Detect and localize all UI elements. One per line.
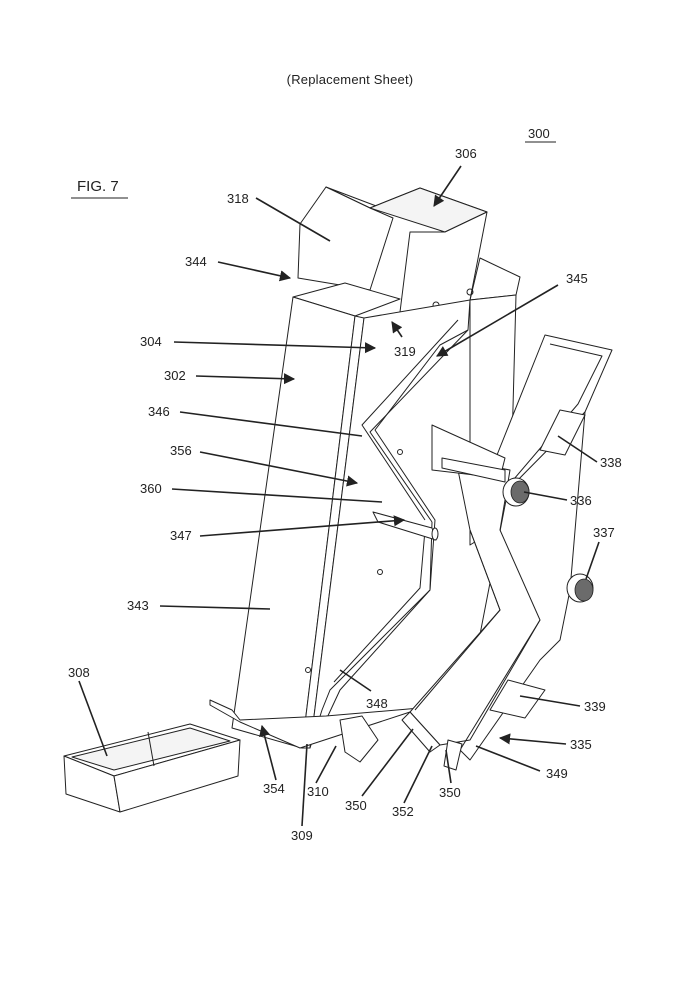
callout-350-left: 350: [345, 798, 367, 813]
callout-360: 360: [140, 481, 162, 496]
callout-304: 304: [140, 334, 162, 349]
leader-337: [586, 542, 599, 579]
callout-352: 352: [392, 804, 414, 819]
knob-337-face: [575, 579, 593, 601]
callout-346: 346: [148, 404, 170, 419]
callout-306: 306: [455, 146, 477, 161]
hopper-chute-318: [298, 187, 393, 290]
callout-347: 347: [170, 528, 192, 543]
leader-302: [196, 376, 294, 379]
callout-336: 336: [570, 493, 592, 508]
leader-344: [218, 262, 290, 278]
callout-344: 344: [185, 254, 207, 269]
callout-335: 335: [570, 737, 592, 752]
leader-335: [500, 738, 566, 744]
callout-349: 349: [546, 766, 568, 781]
callout-343: 343: [127, 598, 149, 613]
callout-354: 354: [263, 781, 285, 796]
leader-352: [404, 746, 432, 803]
leader-308: [79, 681, 107, 756]
callout-338: 338: [600, 455, 622, 470]
fastener-hole: [398, 450, 403, 455]
callout-310: 310: [307, 784, 329, 799]
assembly-number: 300: [528, 126, 550, 141]
figure-label: FIG. 7: [77, 178, 119, 195]
callout-302: 302: [164, 368, 186, 383]
callout-319: 319: [394, 344, 416, 359]
rear-plate-top: [470, 258, 520, 300]
pin-end: [432, 528, 438, 540]
leader-310: [316, 746, 336, 783]
callout-350-right: 350: [439, 785, 461, 800]
callout-339: 339: [584, 699, 606, 714]
callout-345: 345: [566, 271, 588, 286]
callout-308: 308: [68, 665, 90, 680]
callout-356: 356: [170, 443, 192, 458]
callout-309: 309: [291, 828, 313, 843]
leader-349: [476, 746, 540, 771]
callout-348: 348: [366, 696, 388, 711]
callout-318: 318: [227, 191, 249, 206]
callout-337: 337: [593, 525, 615, 540]
